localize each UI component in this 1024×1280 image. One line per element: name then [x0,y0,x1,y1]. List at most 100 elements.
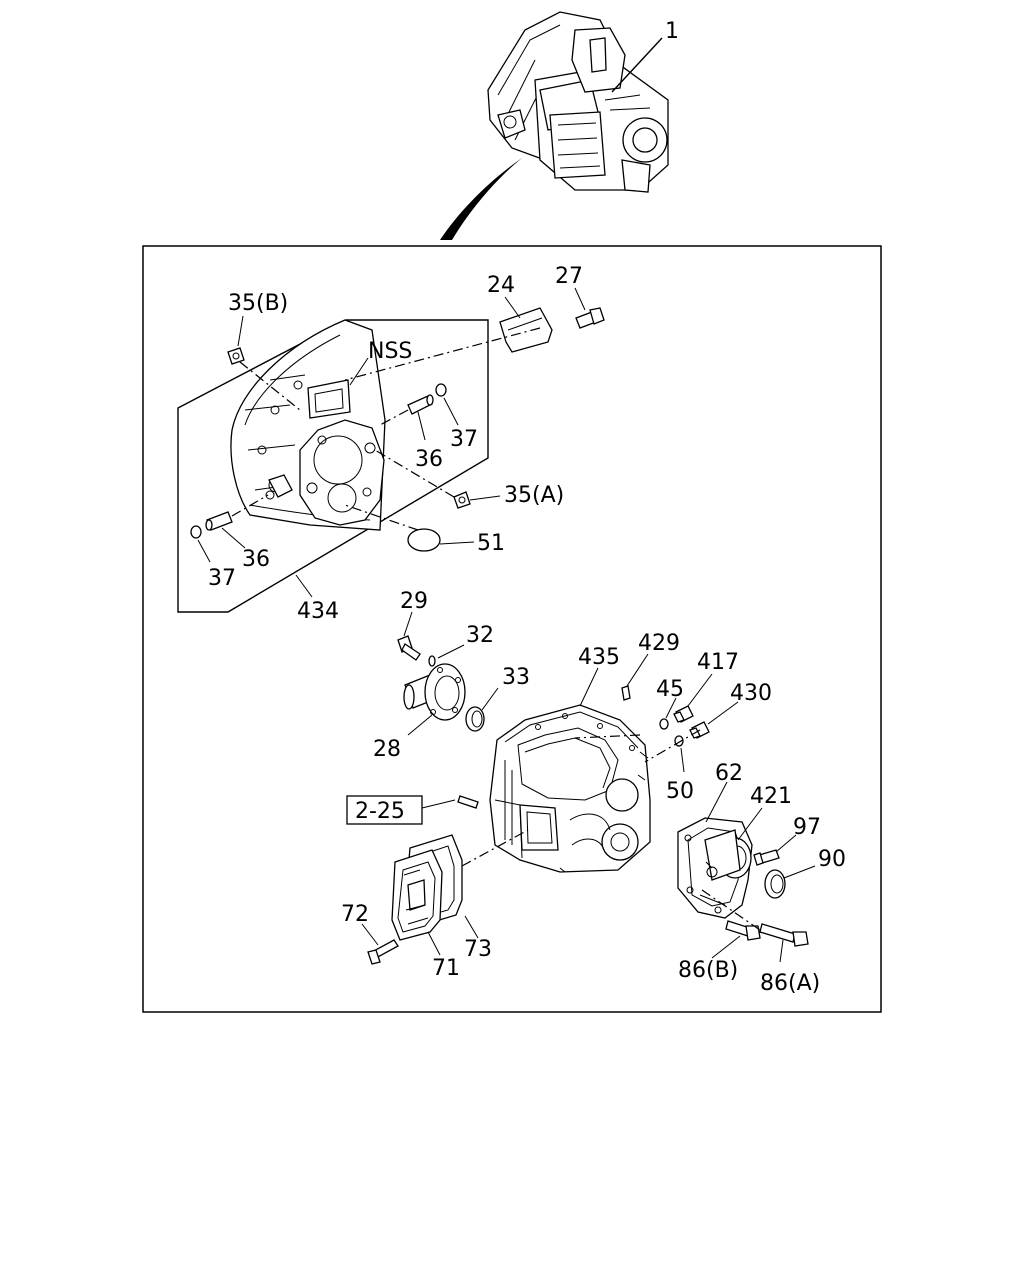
cover-plate-51 [407,528,441,552]
leader-73 [464,915,479,939]
label-1: 1 [665,19,679,44]
label-86b: 86(B) [678,958,738,983]
flywheel-housing-plate [230,319,386,531]
leader-29 [403,611,413,637]
leader-62 [705,781,728,823]
bolt-97 [753,849,780,866]
leader-35a [469,495,501,501]
leader-435 [579,667,599,707]
leader-50 [680,747,685,773]
label-35a: 35(A) [504,483,564,508]
label-86a: 86(A) [760,971,820,996]
oil-seal-33 [465,706,485,732]
bolt-86a [759,923,809,947]
bolt-29 [397,635,421,661]
label-417: 417 [697,650,739,675]
label-434: 434 [297,599,339,624]
bolt-27 [575,307,605,329]
label-71: 71 [432,956,460,981]
label-37b: 37 [208,566,236,591]
assembly-arrow [440,158,522,240]
bearing-retainer-28 [403,663,466,721]
transmission-assembly-illustration [487,11,669,193]
reference-box-2-25[interactable] [346,795,423,825]
oil-seal-90 [764,869,786,899]
label-27: 27 [555,264,583,289]
bolt-72 [367,939,399,965]
leader-35b [237,315,244,347]
leader-24 [504,296,521,319]
label-37a: 37 [450,427,478,452]
label-421: 421 [750,784,792,809]
leader-37b [197,539,211,563]
leader-1 [611,37,663,93]
leader-421 [737,807,763,841]
leader-434 [295,574,313,598]
leader-71 [427,931,441,956]
label-62: 62 [715,761,743,786]
label-90: 90 [818,847,846,872]
leader-28 [407,714,433,736]
dash-36b [231,494,269,517]
dash-51 [344,504,419,531]
leader-45 [665,697,677,719]
label-nss: NSS [368,339,412,364]
label-45: 45 [656,677,684,702]
dash-35a [374,449,455,498]
leader-86a [779,939,784,963]
bolt-86b [725,920,761,941]
ring-37-upper [435,383,447,397]
label-72: 72 [341,902,369,927]
nut-35b [227,347,245,365]
leader-90 [783,865,816,879]
dash-case-right [644,729,701,763]
label-430: 430 [730,681,772,706]
label-29: 29 [400,589,428,614]
leader-417 [687,673,713,707]
label-24: 24 [487,273,515,298]
extension-housing-62 [677,817,753,919]
label-50: 50 [666,779,694,804]
label-32: 32 [466,623,494,648]
dash-35b [239,361,301,411]
leader-429 [626,653,649,687]
label-97: 97 [793,815,821,840]
leader-430 [707,701,739,725]
dash-cover [461,829,529,867]
o-ring-32 [428,655,436,667]
label-51: 51 [477,531,505,556]
cover-71 [391,849,443,941]
leader-32 [437,644,465,659]
label-73: 73 [464,937,492,962]
leader-37a [443,397,459,426]
dowel-pin-36-lower [205,511,233,531]
bracket-24 [499,307,553,353]
leader-36a [417,411,426,441]
o-ring-45 [659,718,669,730]
dash-cover-bolt [701,889,761,931]
leader-ref [421,799,456,809]
dash-bracket [344,327,541,381]
leader-86b [711,935,741,959]
label-429: 429 [638,631,680,656]
leader-97 [775,834,797,853]
label-28: 28 [373,737,401,762]
label-36a: 36 [415,447,443,472]
dash-case-left [574,734,641,739]
leader-33 [481,687,499,711]
label-33: 33 [502,665,530,690]
dowel-pin-36-upper [407,394,434,415]
pin-429 [621,685,631,701]
dash-36a [379,409,409,426]
leader-nss [349,357,369,386]
leader-36b [221,527,246,549]
exploded-view-frame [142,245,882,1013]
pin-ref-2-25 [457,795,479,809]
label-ref-2-25: 2-25 [355,799,405,824]
leader-72 [361,923,379,946]
transmission-case-435 [489,704,651,873]
leader-51 [439,541,475,545]
plug-417 [673,705,694,723]
leader-27 [574,287,586,311]
